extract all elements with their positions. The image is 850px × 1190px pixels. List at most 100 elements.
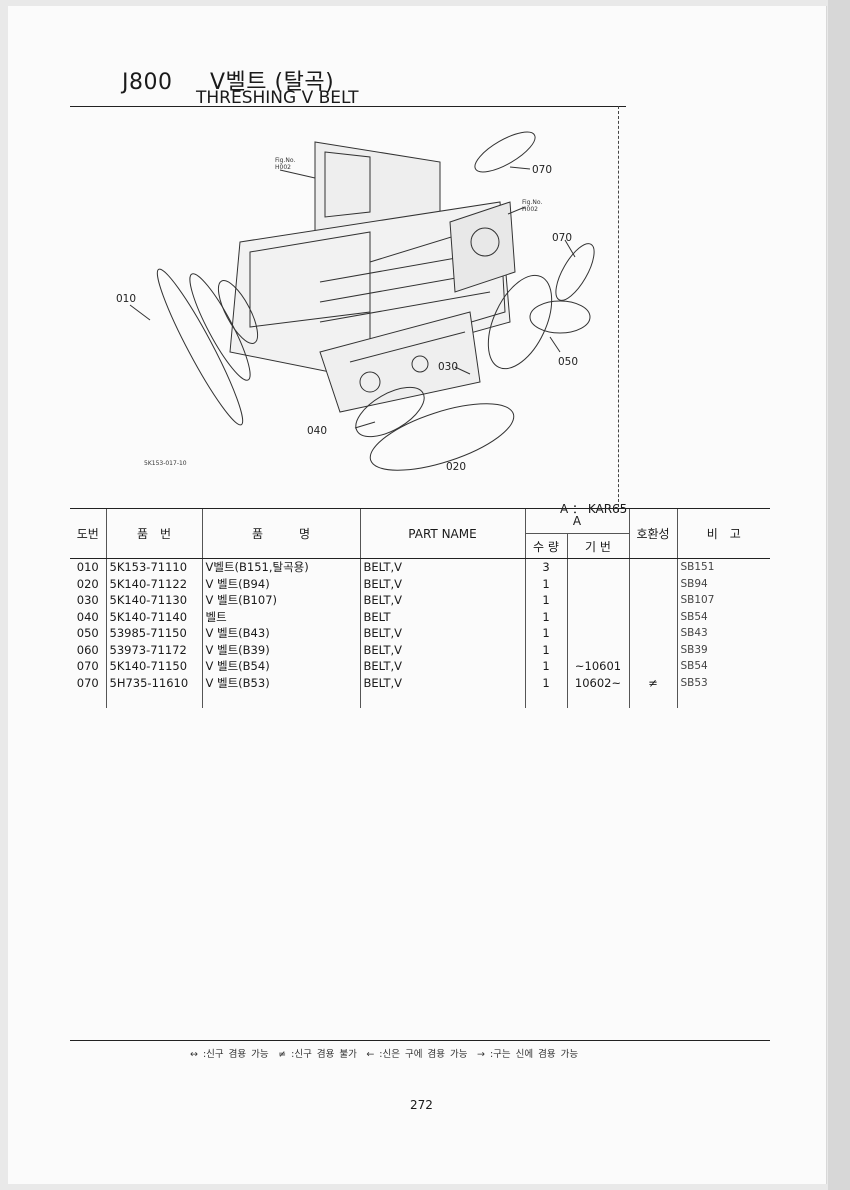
row-qty: 1 <box>524 575 567 592</box>
row-compat <box>628 658 677 675</box>
row-part-name: BELT,V <box>359 674 525 691</box>
row-part-name: BELT,V <box>359 625 525 642</box>
row-part-no: 5K153-71110 <box>105 558 202 576</box>
row-remark: SB53 <box>676 674 770 691</box>
callout-030: 030 <box>438 361 458 373</box>
table-empty-space <box>70 691 770 708</box>
row-compat: ≠ <box>628 674 677 691</box>
row-ref: 040 <box>76 609 99 624</box>
page-number: 272 <box>410 1098 433 1112</box>
belt-050 <box>529 300 591 334</box>
row-part-no: 53973-71172 <box>105 641 202 658</box>
belt-030 <box>487 274 553 370</box>
row-name-kr: V 벨트(B94) <box>201 575 360 592</box>
row-part-no: 5K140-71130 <box>105 592 202 609</box>
fig-ref-number: H002 <box>275 164 291 171</box>
table-bottom-rule <box>70 1040 770 1041</box>
row-compat <box>628 641 677 658</box>
header-name-kr: 품 명 <box>201 508 360 559</box>
row-remark: SB54 <box>676 608 770 625</box>
row-serial <box>566 592 629 609</box>
row-part-name: BELT,V <box>359 592 525 609</box>
callout-070: 070 <box>552 232 572 244</box>
table-row: 070 5H735-11610 V 벨트(B53) BELT,V 1 10602… <box>70 674 770 691</box>
row-serial <box>566 608 629 625</box>
header-qty: 수 량 <box>524 533 567 559</box>
row-part-no: 5K140-71122 <box>105 575 202 592</box>
header-part-no: 품 번 <box>105 508 202 559</box>
belt-060 <box>474 131 536 173</box>
row-part-name: BELT,V <box>359 558 525 576</box>
table-row: 040 5K140-71140 벨트 BELT 1 SB54 <box>70 608 770 625</box>
row-qty: 1 <box>524 658 567 675</box>
table-row: 010 5K153-71110 V벨트(B151,탈곡용) BELT,V 3 S… <box>70 558 770 576</box>
title-divider <box>70 106 626 107</box>
scan-edge <box>828 0 850 1190</box>
header-remarks: 비 고 <box>676 508 770 559</box>
row-remark: SB43 <box>676 625 770 642</box>
fig-ref-label: Fig.No. <box>522 199 542 206</box>
row-serial <box>566 641 629 658</box>
row-part-name: BELT,V <box>359 575 525 592</box>
belt-020 <box>369 403 515 471</box>
korean-title: V벨트 (탈곡) <box>209 70 335 95</box>
row-name-kr: V 벨트(B53) <box>201 674 360 691</box>
row-remark: SB151 <box>676 558 770 576</box>
header-group: A <box>524 508 629 534</box>
row-serial <box>566 558 629 576</box>
row-ref: 070 <box>76 659 99 674</box>
callout-050: 050 <box>558 356 578 368</box>
catalog-code: 5K153-017-10 <box>144 460 187 467</box>
row-ref: 060 <box>76 642 99 657</box>
belt-070 <box>555 243 595 301</box>
row-part-name: BELT,V <box>359 658 525 675</box>
row-compat <box>628 592 677 609</box>
row-ref: 010 <box>76 560 99 575</box>
belt-040 <box>355 386 425 438</box>
row-name-kr: V벨트(B151,탈곡용) <box>201 558 360 576</box>
row-qty: 3 <box>524 558 567 576</box>
parts-table: 도번 품 번 품 명 PART NAME A 호환성 비 고 수 량 기 번 0… <box>70 508 770 708</box>
row-part-no: 5H735-11610 <box>105 674 202 691</box>
callout-040: 040 <box>307 425 327 437</box>
row-compat <box>628 608 677 625</box>
row-qty: 1 <box>524 641 567 658</box>
header-ref: 도번 <box>70 508 106 559</box>
belt-010 <box>156 268 259 426</box>
header-serial: 기 번 <box>566 533 629 559</box>
row-part-name: BELT <box>359 608 525 625</box>
row-compat <box>628 558 677 576</box>
row-part-no: 53985-71150 <box>105 625 202 642</box>
row-name-kr: V 벨트(B107) <box>201 592 360 609</box>
table-row: 030 5K140-71130 V 벨트(B107) BELT,V 1 SB10… <box>70 592 770 609</box>
row-compat <box>628 575 677 592</box>
table-header: 도번 품 번 품 명 PART NAME A 호환성 비 고 <box>70 508 770 559</box>
row-qty: 1 <box>524 625 567 642</box>
row-serial: 10602~ <box>566 674 629 691</box>
row-qty: 1 <box>524 674 567 691</box>
row-remark: SB54 <box>676 658 770 675</box>
page-title: J800 V벨트 (탈곡) <box>122 64 334 96</box>
row-serial <box>566 625 629 642</box>
row-ref: 030 <box>76 593 99 608</box>
english-title: THRESHING V BELT <box>196 88 359 108</box>
row-qty: 1 <box>524 592 567 609</box>
row-part-no: 5K140-71150 <box>105 658 202 675</box>
row-ref: 020 <box>76 576 99 591</box>
diagram-divider <box>618 106 619 512</box>
row-remark: SB94 <box>676 575 770 592</box>
row-serial <box>566 575 629 592</box>
row-part-name: BELT,V <box>359 641 525 658</box>
row-remark: SB107 <box>676 592 770 609</box>
table-row: 050 53985-71150 V 벨트(B43) BELT,V 1 SB43 <box>70 625 770 642</box>
header-compat: 호환성 <box>628 508 677 559</box>
row-name-kr: V 벨트(B39) <box>201 641 360 658</box>
row-name-kr: 벨트 <box>201 608 360 625</box>
row-serial: ~10601 <box>566 658 629 675</box>
row-name-kr: V 벨트(B43) <box>201 625 360 642</box>
table-row: 020 5K140-71122 V 벨트(B94) BELT,V 1 SB94 <box>70 575 770 592</box>
exploded-diagram: 070 070 050 030 040 020 010 Fig.No. H002… <box>116 131 595 473</box>
compatibility-legend: ↔ :신구 겸용 가능 ≠ :신구 겸용 불가 ← :신은 구에 겸용 가능 →… <box>190 1049 579 1060</box>
row-compat <box>628 625 677 642</box>
model-code: J800 <box>122 70 173 95</box>
